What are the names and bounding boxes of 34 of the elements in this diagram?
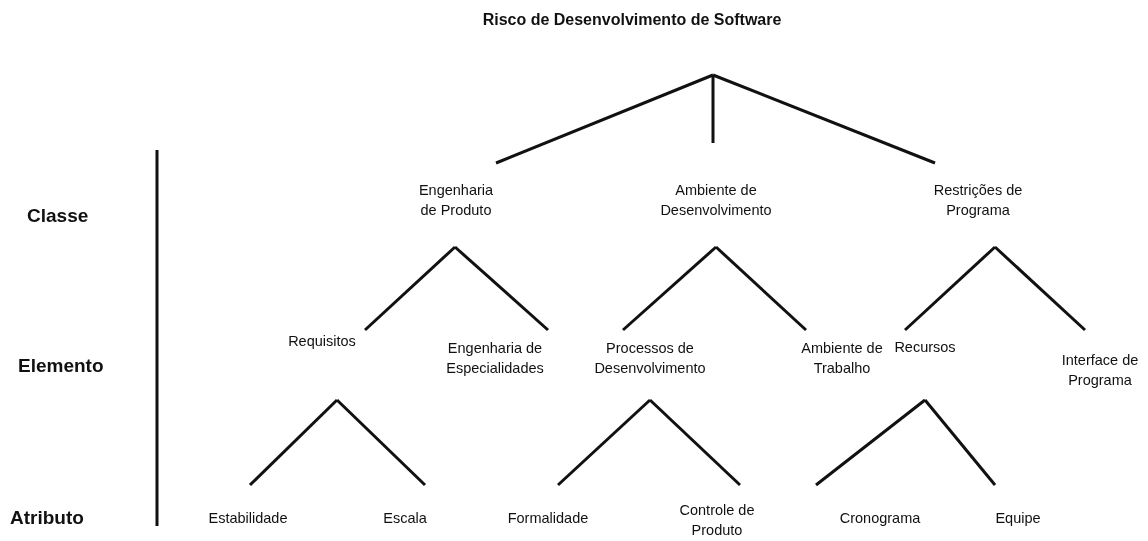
- tree-branch-line: [364, 245, 456, 332]
- tree-branch-line: [648, 398, 742, 487]
- category-label: Controle de Produto: [678, 501, 756, 540]
- category-label: Processos de Desenvolvimento: [593, 339, 707, 378]
- tree-branch-line: [248, 398, 339, 487]
- category-label: Engenharia de Especialidades: [445, 339, 545, 378]
- tree-branch-line: [923, 399, 997, 486]
- category-label: Estabilidade: [207, 509, 289, 528]
- category-label: Escala: [382, 509, 428, 528]
- level-label: Classe: [27, 205, 89, 227]
- level-label: Elemento: [18, 355, 104, 377]
- level-label: Atributo: [10, 507, 84, 529]
- tree-branch-line: [454, 245, 549, 332]
- category-label: Cronograma: [838, 509, 922, 528]
- tree-branch-line: [711, 75, 715, 143]
- category-label: Formalidade: [506, 509, 590, 528]
- tree-branch-line: [712, 73, 936, 165]
- category-label: Recursos: [893, 338, 957, 357]
- tree-branch-line: [994, 245, 1086, 332]
- category-label: Requisitos: [287, 332, 357, 351]
- tree-branch-line: [622, 245, 717, 332]
- category-label: Interface de Programa: [1060, 351, 1140, 390]
- category-label: Ambiente de Trabalho: [801, 339, 883, 378]
- category-label: Engenharia de Produto: [417, 181, 495, 220]
- tree-branch-line: [904, 245, 996, 332]
- tree-branch-line: [335, 398, 427, 487]
- tree-branch-line: [815, 398, 926, 487]
- tree-branch-line: [557, 398, 651, 487]
- category-label: Restrições de Programa: [932, 181, 1024, 220]
- root-label: Risco de Desenvolvimento de Software: [482, 10, 782, 30]
- tree-branch-line: [715, 245, 807, 332]
- tree-branch-line: [495, 73, 714, 165]
- category-label: Ambiente de Desenvolvimento: [659, 181, 773, 220]
- category-label: Equipe: [994, 509, 1042, 528]
